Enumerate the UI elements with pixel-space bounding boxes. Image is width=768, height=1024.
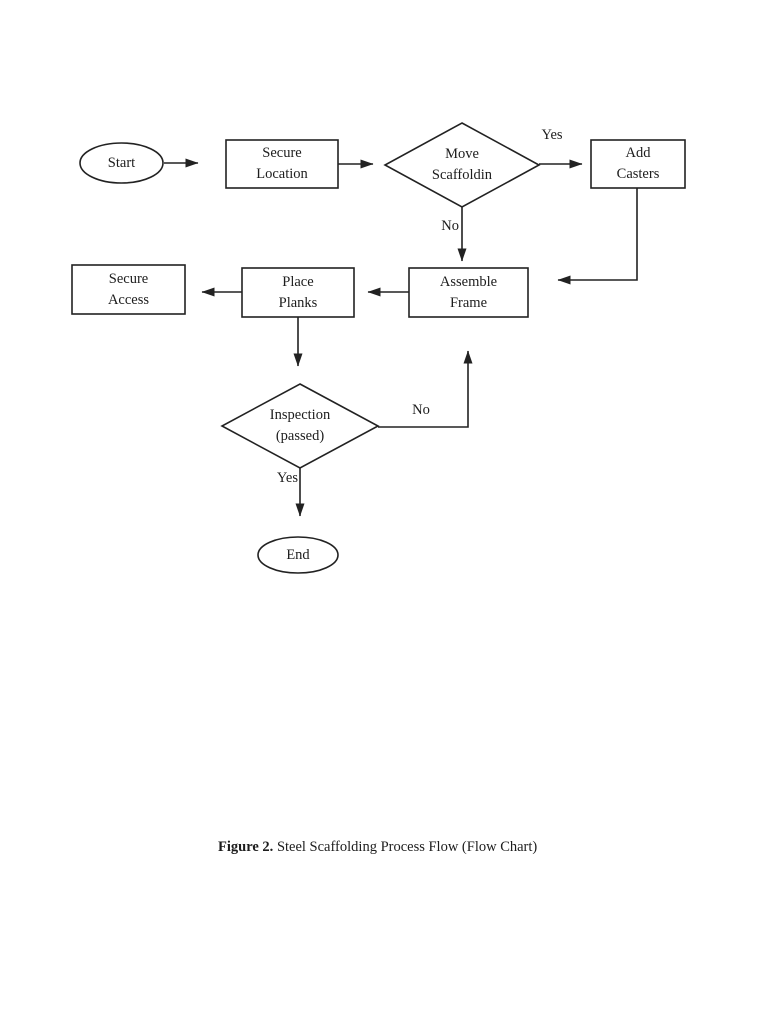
start-node-label: Start: [107, 154, 136, 171]
inspection-decision-label: Inspection (passed): [269, 407, 331, 444]
secure-access-node-shape: [71, 264, 186, 315]
end-node-label: End: [286, 546, 310, 563]
edge-label-no-loop: No: [412, 402, 430, 418]
arrow-inspection-no-loop-to-assemble-frame: [378, 350, 473, 428]
figure-caption-text: Steel Scaffolding Process Flow (Flow Cha…: [273, 839, 538, 855]
arrow-add-casters-to-assemble-frame: [557, 188, 638, 285]
assemble-frame-node-label: Assemble Frame: [439, 273, 498, 311]
secure-location-node-label: Secure Location: [256, 145, 308, 182]
move-scaffolding-decision-label: Move Scaffoldin: [431, 146, 493, 183]
figure-caption: Figure 2. Steel Scaffolding Process Flow…: [218, 838, 537, 856]
place-planks-node-label: Place Planks: [278, 273, 318, 311]
start-node-shape: [79, 142, 164, 184]
edge-label-yes-bottom: Yes: [276, 470, 298, 486]
add-casters-node-shape: [590, 139, 686, 189]
end-node-shape: [257, 536, 339, 574]
figure-caption-number: Figure 2.: [218, 839, 274, 855]
add-casters-node-label: Add Casters: [616, 145, 660, 182]
edge-label-no-top: No: [441, 218, 459, 234]
edge-label-yes-top: Yes: [541, 127, 563, 143]
secure-access-node-label: Secure Access: [107, 270, 150, 308]
